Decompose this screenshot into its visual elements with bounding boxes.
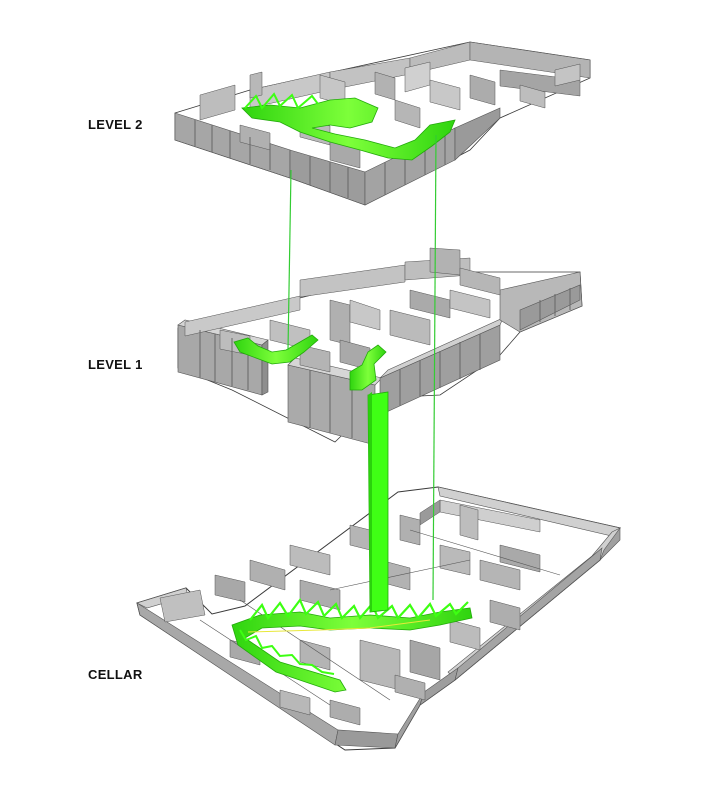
- level-2-floor-plan: [174, 41, 591, 206]
- cellar-floor-plan: [136, 486, 621, 751]
- level-2-route: [241, 97, 456, 161]
- level-1-floor-plan: [177, 247, 583, 446]
- cellar-label: CELLAR: [88, 667, 143, 682]
- vertical-connectors: [287, 134, 437, 613]
- connector-line: [432, 134, 437, 601]
- connector-line: [287, 169, 292, 351]
- level-1-route-right: [349, 344, 387, 391]
- level-2-label: LEVEL 2: [88, 117, 143, 132]
- level-1-route-left: [233, 334, 319, 365]
- level-1-label: LEVEL 1: [88, 357, 143, 372]
